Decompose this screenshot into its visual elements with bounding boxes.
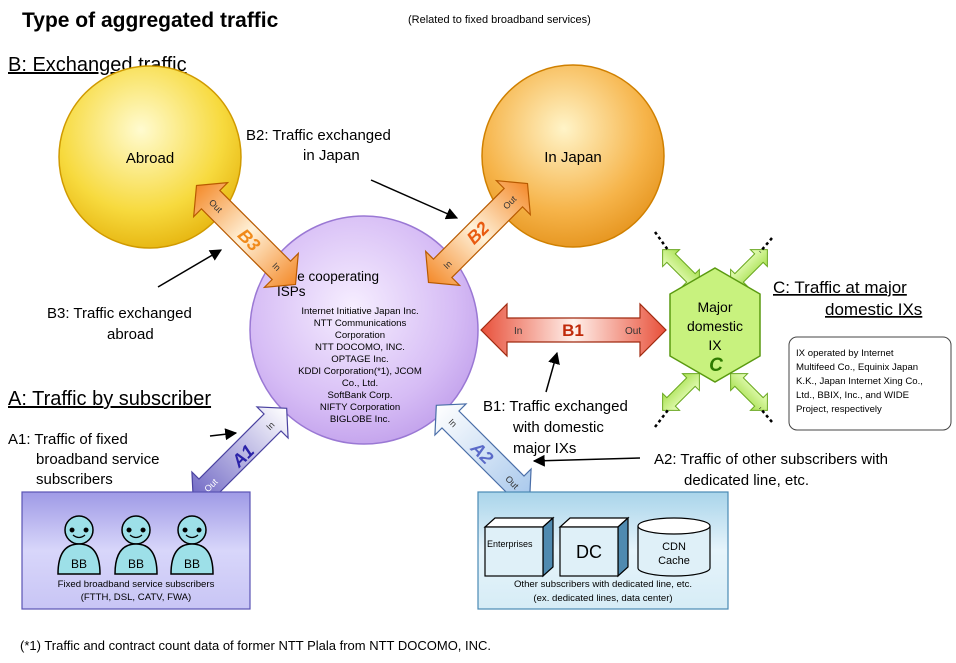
ix-note-box — [788, 336, 952, 431]
ix-note-line: IX operated by Internet — [796, 348, 894, 359]
isp-list-item: Internet Initiative Japan Inc. — [301, 306, 418, 317]
isp-title-line2: ISPs — [277, 284, 306, 299]
isp-title-line1: Nine cooperating — [277, 269, 379, 284]
a2-arrow: In Out — [434, 403, 532, 501]
cdn-cache-cylinder-icon: CDN Cache — [637, 517, 711, 577]
isp-list-item: Co., Ltd. — [342, 378, 378, 389]
a2-pointer — [532, 454, 641, 467]
abroad-label: Abroad — [126, 150, 174, 167]
page-title: Type of aggregated traffic — [22, 9, 279, 32]
ix-label-line2: domestic — [687, 318, 743, 334]
page-subtitle: (Related to fixed broadband services) — [408, 14, 591, 26]
ix-note-line: K.K., Japan Internet Xing Co., — [796, 376, 923, 387]
cdn-label-line2: Cache — [658, 555, 690, 567]
b1-annotation-line3: major IXs — [513, 440, 576, 457]
isp-list-item: OPTAGE Inc. — [331, 354, 388, 365]
bb-badge: BB — [71, 557, 87, 571]
isp-list-item: NIFTY Corporation — [320, 402, 400, 413]
a2-annotation-line2: dedicated line, etc. — [684, 472, 809, 489]
bb-badge: BB — [128, 557, 144, 571]
fixed-subscribers-caption-1: Fixed broadband service subscribers — [58, 579, 215, 590]
dedicated-caption-1: Other subscribers with dedicated line, e… — [514, 579, 692, 590]
b2-pointer — [370, 179, 459, 220]
subscriber-person-icon: BB — [114, 515, 158, 575]
b1-arrow: In Out B1 — [480, 302, 667, 358]
b2-annotation-line2: in Japan — [303, 147, 360, 164]
enterprises-cube-icon: Enterprises — [483, 516, 555, 578]
dc-label: DC — [576, 542, 602, 562]
b2-annotation-line1: B2: Traffic exchanged — [246, 127, 391, 144]
b3-pointer — [157, 249, 223, 288]
dc-cube-icon: DC — [558, 516, 630, 578]
isp-list-item: BIGLOBE Inc. — [330, 414, 390, 425]
isp-list-item: NTT DOCOMO, INC. — [315, 342, 405, 353]
isp-list-item: SoftBank Corp. — [327, 390, 392, 401]
a2-annotation-line1: A2: Traffic of other subscribers with — [654, 451, 888, 468]
b3-annotation-line1: B3: Traffic exchanged — [47, 305, 192, 322]
ix-letter: C — [709, 355, 723, 376]
isp-list-item: KDDI Corporation(*1), JCOM — [298, 366, 422, 377]
b3-annotation-line2: abroad — [107, 326, 154, 343]
section-c-heading-1: C: Traffic at major — [773, 278, 907, 297]
b1-pointer — [545, 351, 560, 393]
b1-arrow-label: B1 — [562, 321, 584, 340]
a1-annotation-line2: broadband service — [36, 451, 159, 468]
isp-list-item: NTT Communications — [314, 318, 407, 329]
a1-annotation-line3: subscribers — [36, 471, 113, 488]
in-japan-label: In Japan — [544, 149, 602, 166]
isp-list-item: Corporation — [335, 330, 385, 341]
isp-node — [249, 215, 479, 445]
ix-label-line1: Major — [697, 299, 732, 315]
fixed-subscribers-caption-2: (FTTH, DSL, CATV, FWA) — [81, 592, 192, 603]
bb-badge: BB — [184, 557, 200, 571]
ix-node — [669, 267, 761, 383]
b1-out-label: Out — [625, 326, 641, 337]
b2-arrow: In Out — [424, 179, 532, 287]
b1-annotation-line2: with domestic — [512, 419, 604, 436]
b1-annotation-line1: B1: Traffic exchanged — [483, 398, 628, 415]
b1-in-label: In — [514, 326, 522, 337]
footnote: (*1) Traffic and contract count data of … — [20, 638, 491, 653]
enterprises-label: Enterprises — [487, 539, 533, 549]
b3-arrow: Out In — [192, 181, 300, 289]
a1-annotation-line1: A1: Traffic of fixed — [8, 431, 128, 448]
dedicated-caption-2: (ex. dedicated lines, data center) — [533, 593, 672, 604]
ix-note-line: Ltd., BBIX, Inc., and WIDE — [796, 390, 909, 401]
a1-pointer — [209, 428, 238, 441]
section-c-heading-2: domestic IXs — [825, 300, 922, 319]
cdn-label-line1: CDN — [662, 541, 686, 553]
ix-note-line: Multifeed Co., Equinix Japan — [796, 362, 918, 373]
section-a-heading: A: Traffic by subscriber — [8, 388, 211, 410]
ix-note-line: Project, respectively — [796, 404, 882, 415]
subscriber-person-icon: BB — [57, 515, 101, 575]
ix-label-line3: IX — [708, 337, 722, 353]
subscriber-person-icon: BB — [170, 515, 214, 575]
ix-connectors — [653, 231, 773, 428]
